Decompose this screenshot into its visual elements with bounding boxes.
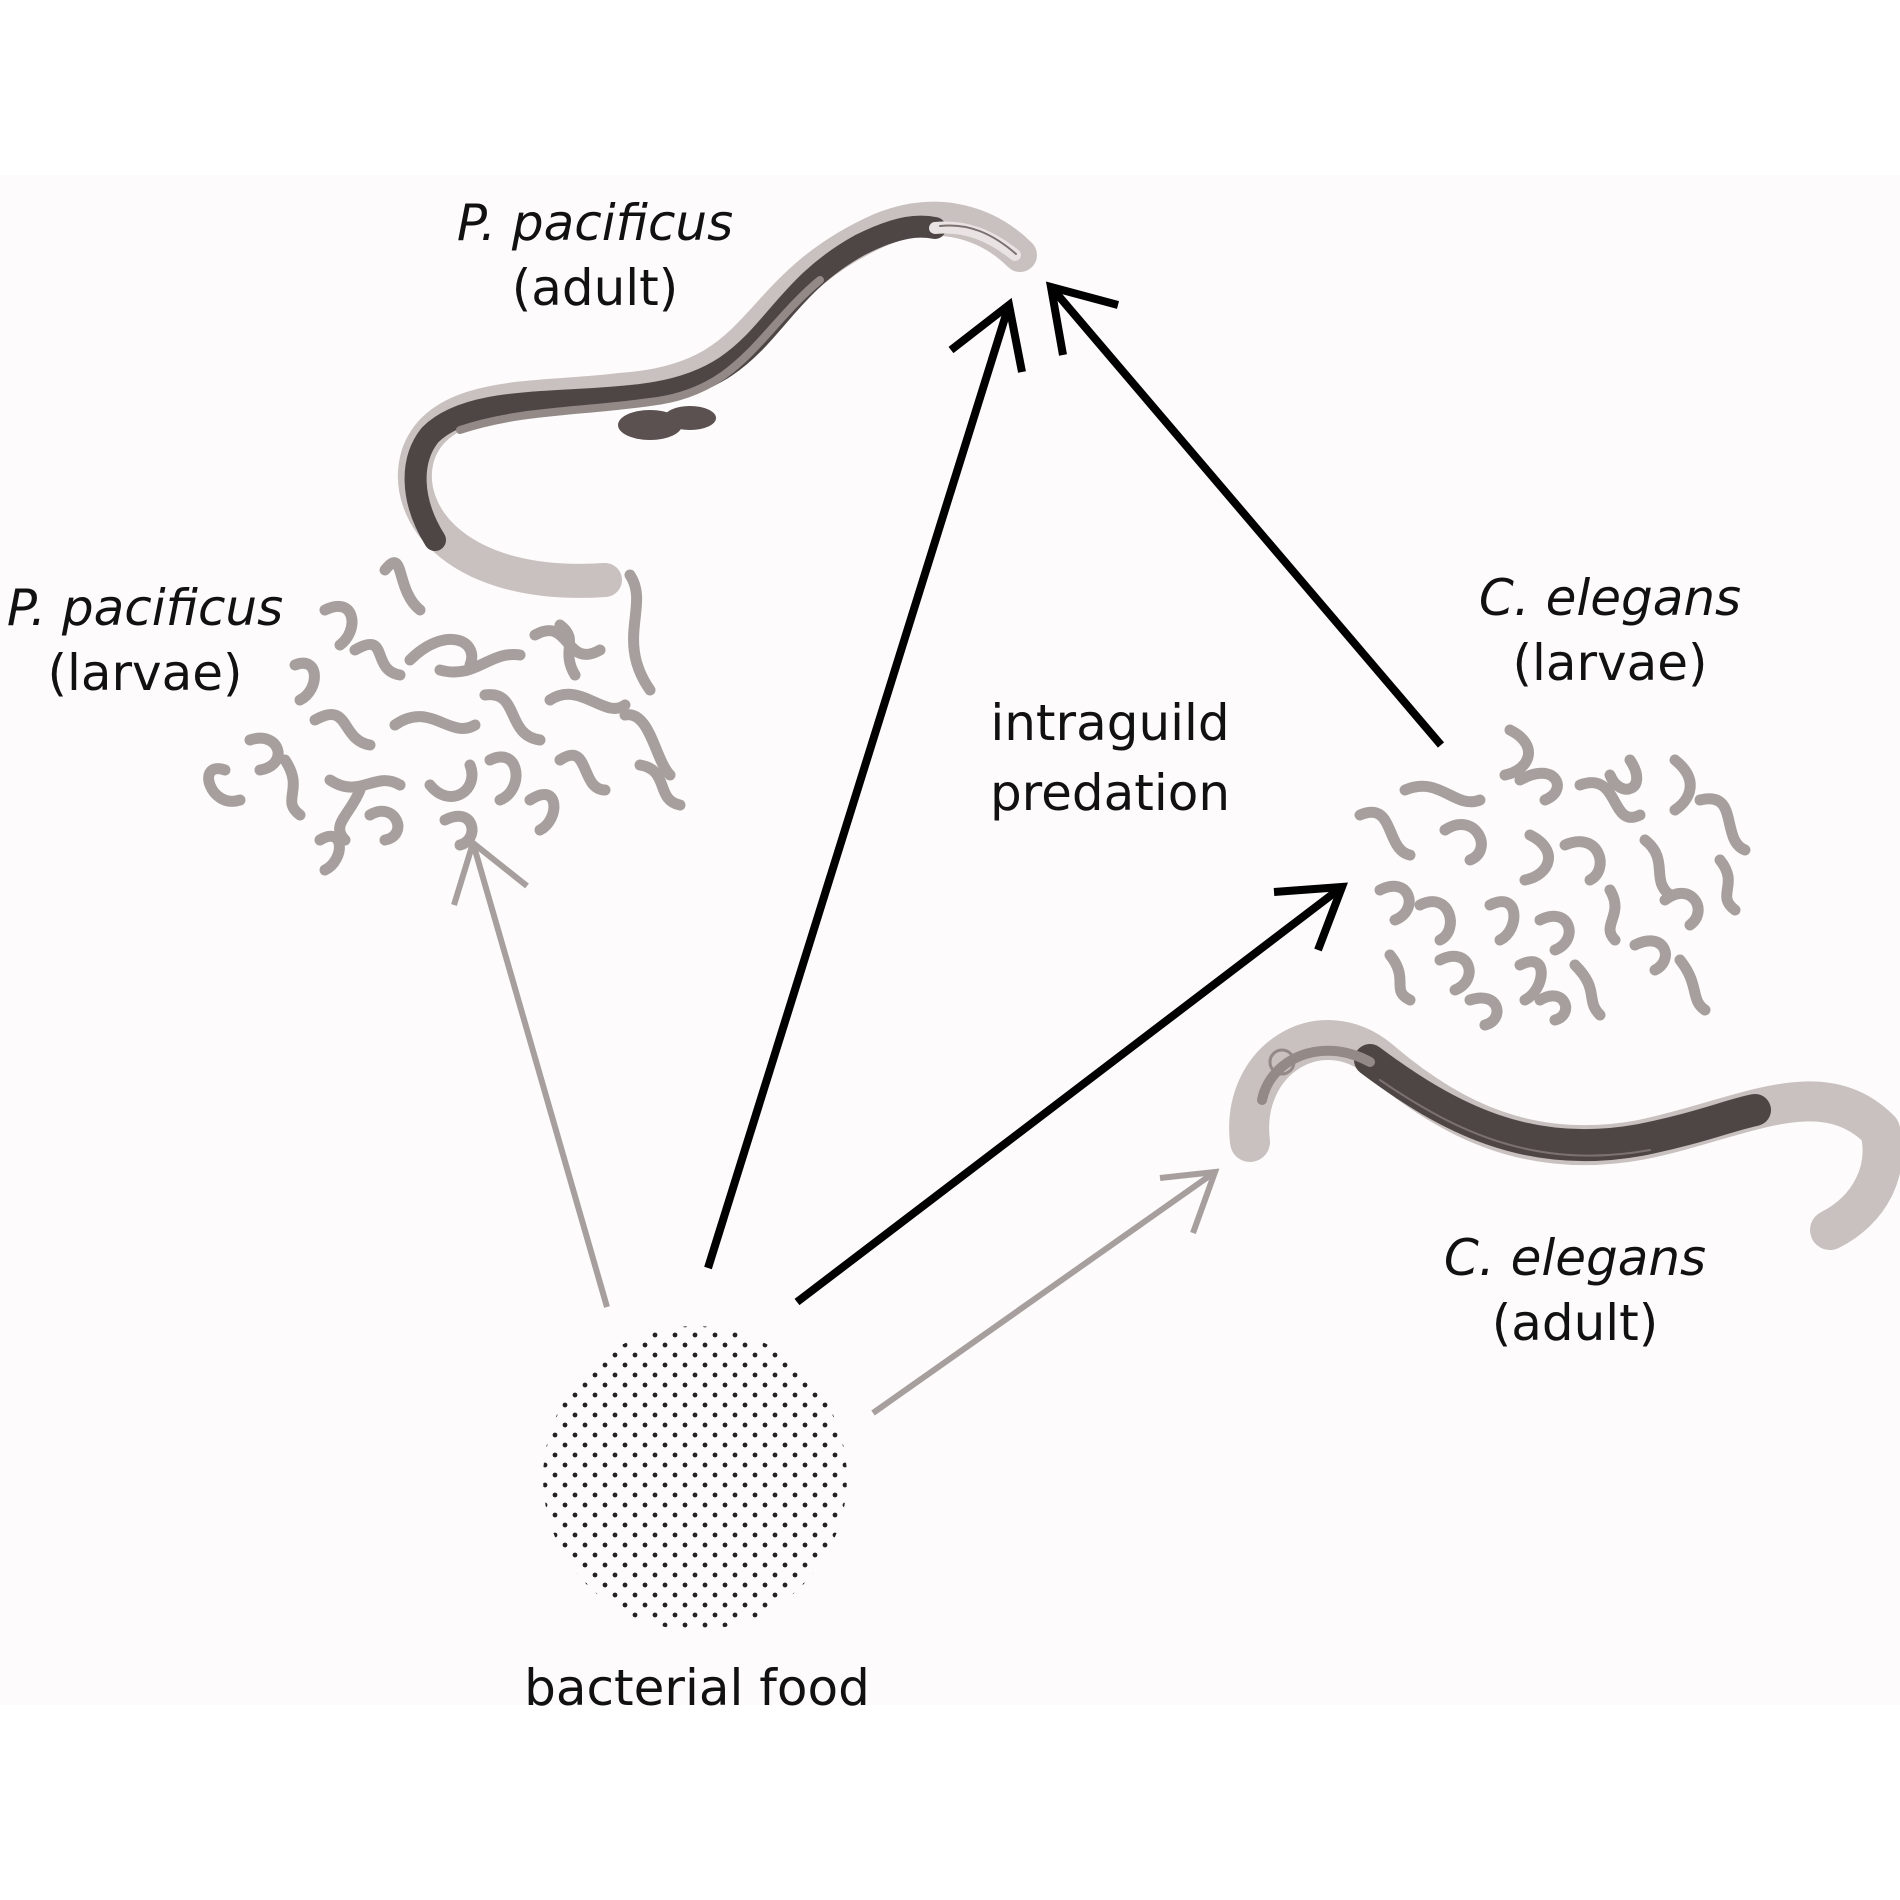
pp-larvae-label-stage: (larvae) <box>47 644 242 702</box>
pp-adult-label-species: P. pacificus <box>457 194 733 252</box>
pp-larvae-cluster <box>203 557 686 876</box>
arrow-food-to-ce-adult <box>871 1168 1220 1416</box>
pp-adult-label-stage: (adult) <box>512 259 679 317</box>
ce-adult-label-species: C. elegans <box>1444 1229 1706 1287</box>
arrow-food-to-ce-larvae <box>794 882 1348 1306</box>
background-panel <box>0 175 1900 1705</box>
arrow-food-to-pp-adult <box>704 297 1026 1270</box>
arrow-food-to-pp-larvae <box>451 837 610 1308</box>
pp-larvae-label-species: P. pacificus <box>7 579 283 637</box>
interaction-label-line2: predation <box>990 764 1230 822</box>
ce-adult-worm <box>1229 1020 1900 1250</box>
interaction-label-line1: intraguild <box>990 694 1229 752</box>
ce-larvae-cluster <box>1354 724 1751 1031</box>
ce-larvae-label-species: C. elegans <box>1479 569 1741 627</box>
bacterial-food-disc <box>543 1326 847 1630</box>
ce-adult-label-stage: (adult) <box>1492 1294 1659 1352</box>
pp-adult-worm <box>397 201 1037 598</box>
arrow-ce-larvae-to-pp-adult <box>1045 281 1445 748</box>
ce-larvae-label-stage: (larvae) <box>1512 634 1707 692</box>
bacterial-food-label: bacterial food <box>524 1659 870 1717</box>
